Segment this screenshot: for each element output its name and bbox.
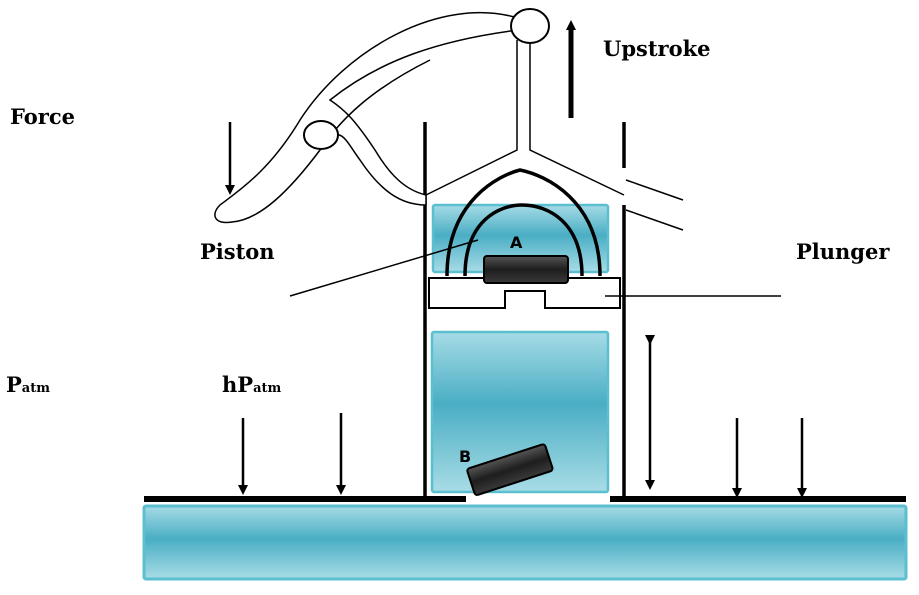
yoke-arch-inner — [463, 203, 584, 277]
piston-label: Piston — [200, 239, 275, 264]
patm-label: Patm — [6, 372, 50, 397]
hpatm-sub: atm — [253, 381, 282, 396]
force-label: Force — [10, 104, 75, 129]
rod-left — [425, 40, 518, 196]
valve-a — [483, 255, 569, 284]
yoke-arch-outer — [445, 168, 602, 277]
valve-b-label: B — [459, 447, 471, 466]
handle-pivot-middle — [303, 120, 339, 150]
rod-right — [529, 40, 625, 196]
pump-handle — [214, 12, 519, 224]
reservoir — [142, 504, 908, 581]
handle-pivot-top — [510, 8, 550, 44]
spout-lower — [625, 209, 684, 231]
lower-water — [430, 330, 610, 494]
upstroke-label: Upstroke — [603, 36, 711, 61]
hpatm-main: hP — [222, 372, 254, 397]
valve-a-label: A — [510, 233, 523, 252]
plunger-label: Plunger — [796, 239, 890, 264]
patm-sub: atm — [21, 381, 50, 396]
plunger-plate — [428, 277, 621, 309]
spout-upper — [625, 179, 684, 201]
piston-leader — [289, 239, 479, 297]
valve-b — [466, 443, 554, 496]
patm-main: P — [6, 372, 22, 397]
hpatm-label: hPatm — [222, 372, 281, 397]
